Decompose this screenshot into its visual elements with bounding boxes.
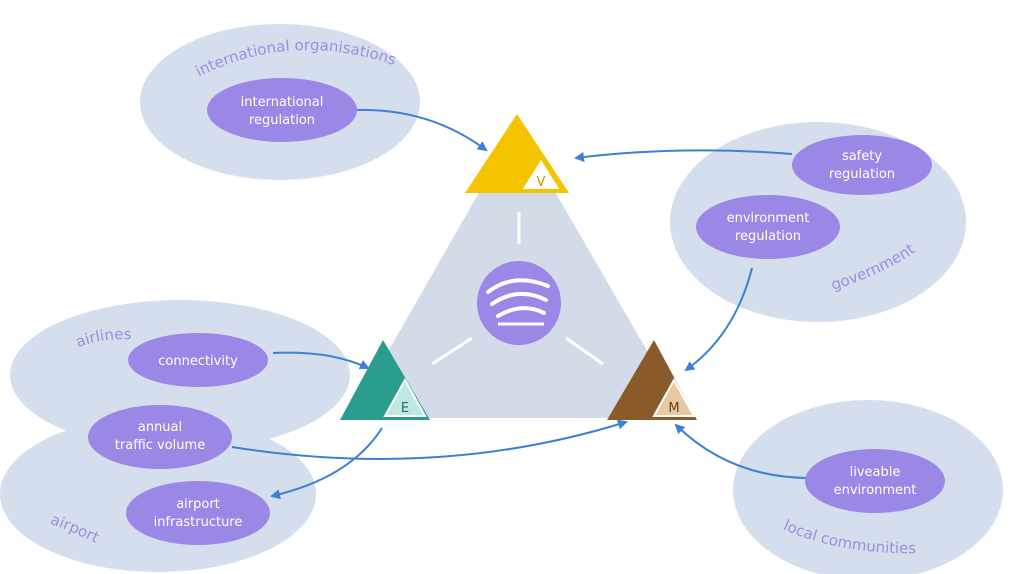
swoosh-logo-icon <box>477 261 561 345</box>
svg-text:regulation: regulation <box>735 229 801 244</box>
svg-text:safety: safety <box>842 149 882 164</box>
node-liveable-environment: liveable environment <box>805 449 945 513</box>
arrow-connectivity-to-E <box>272 351 370 370</box>
node-safety-regulation: safety regulation <box>792 135 932 195</box>
arrow-international-to-V <box>355 108 488 152</box>
corner-left-E: E <box>340 340 430 420</box>
svg-text:infrastructure: infrastructure <box>154 515 243 530</box>
corner-right-M: M <box>607 340 697 420</box>
svg-text:liveable: liveable <box>850 465 901 480</box>
node-environment-regulation: environment regulation <box>696 195 840 259</box>
node-connectivity: connectivity <box>128 333 268 387</box>
svg-text:M: M <box>668 401 679 416</box>
arrow-government-to-M <box>684 267 753 372</box>
svg-text:airport: airport <box>176 497 220 512</box>
svg-text:V: V <box>537 175 546 190</box>
svg-text:traffic volume: traffic volume <box>115 438 205 453</box>
arrow-traffic-to-M <box>231 419 628 460</box>
svg-text:E: E <box>401 401 409 416</box>
node-international-regulation: international regulation <box>207 78 357 142</box>
triangle-spoke-right <box>565 336 604 366</box>
triangle-spoke-left <box>431 336 473 366</box>
svg-text:connectivity: connectivity <box>158 354 238 369</box>
arrow-safety-to-V <box>574 149 793 162</box>
node-annual-traffic-volume: annual traffic volume <box>88 405 232 469</box>
node-airport-infrastructure: airport infrastructure <box>126 481 270 545</box>
corner-top-V: V <box>465 114 569 193</box>
svg-text:regulation: regulation <box>829 167 895 182</box>
svg-text:annual: annual <box>138 420 182 435</box>
arrow-E-to-airport-infrastructure <box>270 427 383 500</box>
svg-text:international: international <box>241 95 324 110</box>
arrow-liveable-to-M <box>674 423 811 479</box>
svg-text:environment: environment <box>834 483 917 498</box>
svg-text:environment: environment <box>727 211 810 226</box>
svg-text:regulation: regulation <box>249 113 315 128</box>
